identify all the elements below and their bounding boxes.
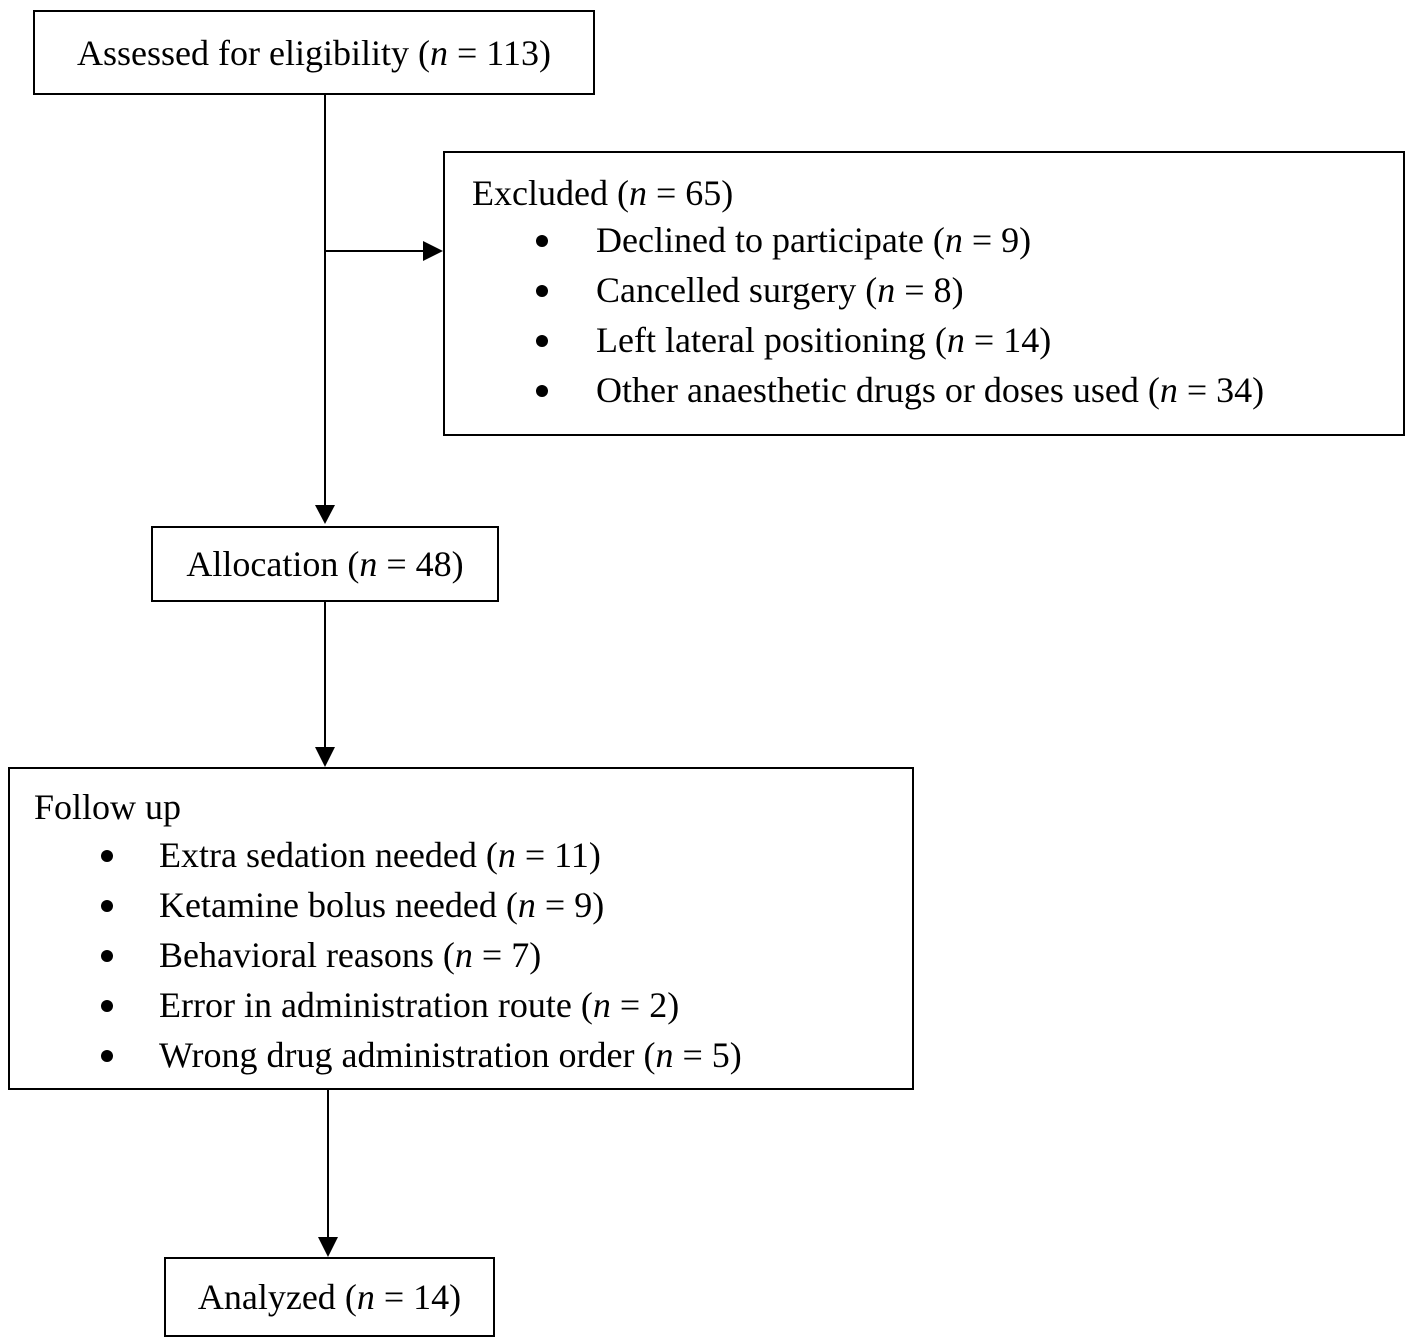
bullet-icon <box>536 385 548 397</box>
allocation-n-symbol: n <box>359 544 378 584</box>
excluded-item-n-value: = 8 <box>904 270 952 310</box>
excluded-item-label: Cancelled surgery <box>596 270 857 310</box>
bullet-icon <box>101 1000 113 1012</box>
arrowhead-to-analyzed <box>318 1237 338 1257</box>
list-item: Left lateral positioning (n = 14) <box>445 322 1403 372</box>
arrowhead-to-excluded <box>423 241 443 261</box>
assessed-label: Assessed for eligibility <box>77 32 409 73</box>
excluded-item-label: Other anaesthetic drugs or doses used <box>596 370 1139 410</box>
excluded-label: Excluded <box>472 173 608 213</box>
bullet-icon <box>101 1050 113 1062</box>
bullet-icon <box>536 285 548 297</box>
followup-item-label: Error in administration route <box>159 985 572 1025</box>
assessed-text: Assessed for eligibility (n = 113) <box>77 32 551 73</box>
excluded-item-n-symbol: n <box>877 270 896 310</box>
followup-item-n-symbol: n <box>517 885 536 925</box>
excluded-item-n-symbol: n <box>946 320 965 360</box>
followup-item-label: Ketamine bolus needed <box>159 885 497 925</box>
followup-item-n-value: = 9 <box>544 885 593 925</box>
followup-label: Follow up <box>34 787 182 827</box>
excluded-item-n-value: = 14 <box>973 320 1040 360</box>
analyzed-label: Analyzed <box>197 1277 336 1317</box>
arrowhead-to-followup <box>315 747 335 767</box>
list-item: Extra sedation needed (n = 11) <box>10 837 912 887</box>
analyzed-text: Analyzed (n = 14) <box>197 1277 462 1317</box>
list-item: Error in administration route (n = 2) <box>10 987 912 1037</box>
excluded-item-n-symbol: n <box>1159 370 1178 410</box>
arrowhead-to-allocation <box>315 505 335 524</box>
excluded-n-symbol: n <box>628 173 647 213</box>
assessed-n-value: = 113 <box>457 32 539 73</box>
followup-item-n-value: = 5 <box>682 1035 730 1075</box>
followup-item-n-symbol: n <box>655 1035 674 1075</box>
followup-list: Extra sedation needed (n = 11) Ketamine … <box>10 837 912 1087</box>
list-item: Wrong drug administration order (n = 5) <box>10 1037 912 1087</box>
followup-item-n-value: = 7 <box>481 935 530 975</box>
list-item: Declined to participate (n = 9) <box>445 222 1403 272</box>
analyzed-box: Analyzed (n = 14) <box>164 1257 495 1337</box>
followup-item-label: Extra sedation needed <box>159 835 477 875</box>
bullet-icon <box>536 235 548 247</box>
excluded-box: Excluded (n = 65) Declined to participat… <box>443 151 1405 436</box>
list-item: Other anaesthetic drugs or doses used (n… <box>445 372 1403 422</box>
list-item: Cancelled surgery (n = 8) <box>445 272 1403 322</box>
allocation-text: Allocation (n = 48) <box>186 544 464 584</box>
excluded-list: Declined to participate (n = 9) Cancelle… <box>445 222 1403 422</box>
followup-item-n-value: = 2 <box>619 985 668 1025</box>
bullet-icon <box>101 900 113 912</box>
followup-title: Follow up <box>34 789 181 825</box>
followup-item-label: Wrong drug administration order <box>159 1035 635 1075</box>
analyzed-n-symbol: n <box>356 1277 375 1317</box>
excluded-item-n-value: = 9 <box>971 220 1020 260</box>
bullet-icon <box>101 950 113 962</box>
excluded-n-value: = 65 <box>655 173 722 213</box>
followup-item-n-value: = 11 <box>524 835 589 875</box>
analyzed-n-value: = 14 <box>383 1277 450 1317</box>
allocation-label: Allocation <box>186 544 339 584</box>
followup-item-n-symbol: n <box>454 935 473 975</box>
allocation-box: Allocation (n = 48) <box>151 526 499 602</box>
excluded-item-label: Left lateral positioning <box>596 320 926 360</box>
bullet-icon <box>101 850 113 862</box>
assessed-n-symbol: n <box>430 32 448 73</box>
list-item: Ketamine bolus needed (n = 9) <box>10 887 912 937</box>
excluded-item-n-symbol: n <box>944 220 963 260</box>
followup-item-label: Behavioral reasons <box>159 935 434 975</box>
list-item: Behavioral reasons (n = 7) <box>10 937 912 987</box>
bullet-icon <box>536 335 548 347</box>
excluded-item-n-value: = 34 <box>1186 370 1253 410</box>
excluded-item-label: Declined to participate <box>596 220 924 260</box>
followup-box: Follow up Extra sedation needed (n = 11)… <box>8 767 914 1090</box>
allocation-n-value: = 48 <box>386 544 452 584</box>
followup-item-n-symbol: n <box>497 835 516 875</box>
followup-item-n-symbol: n <box>592 985 611 1025</box>
assessed-box: Assessed for eligibility (n = 113) <box>33 10 595 95</box>
excluded-title: Excluded (n = 65) <box>472 173 734 213</box>
